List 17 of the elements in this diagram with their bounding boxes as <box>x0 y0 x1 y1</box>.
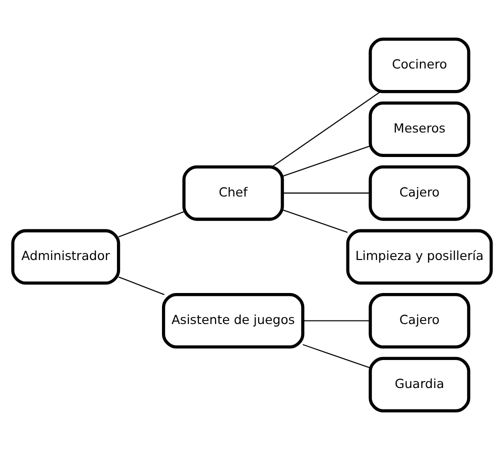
node-box: Cocinero <box>368 38 470 94</box>
node-box: Chef <box>182 165 284 221</box>
node-box: Cajero <box>368 293 470 349</box>
connector <box>282 209 348 233</box>
node-box: Cajero <box>368 165 470 221</box>
connector <box>302 344 370 368</box>
connector <box>118 276 164 296</box>
node-box: Guardia <box>368 356 470 412</box>
connector <box>302 320 370 322</box>
node-box: Asistente de juegos <box>162 293 304 349</box>
node-box: Meseros <box>368 101 470 157</box>
node-box: Administrador <box>11 229 120 285</box>
connector <box>272 91 381 168</box>
connector <box>282 146 370 177</box>
node-box: Limpieza y posillería <box>346 229 493 285</box>
connector <box>282 192 370 194</box>
connector <box>118 211 184 238</box>
